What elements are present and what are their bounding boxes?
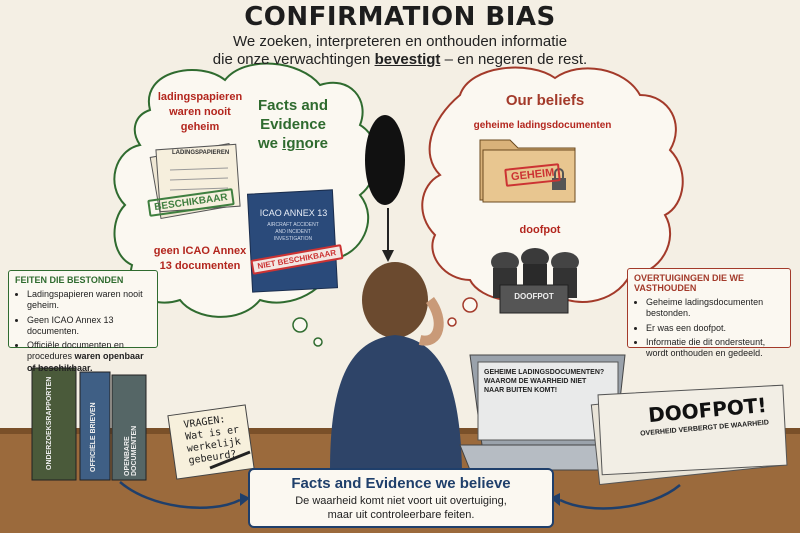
ignored-fact-2: geen ICAO Annex 13 documenten	[150, 244, 250, 274]
book-subtitle: AIRCRAFT ACCIDENT AND INCIDENT INVESTIGA…	[267, 222, 319, 242]
beliefs-box-title: OVERTUIGINGEN DIE WE VASTHOUDEN	[634, 273, 745, 293]
ignored-fact-1-line-2: waren nooit	[169, 106, 231, 118]
ignored-heading-line-1: Facts and	[257, 97, 329, 114]
ignored-fact-2-line-1: geen ICAO Annex	[153, 245, 247, 257]
notepad-illustration	[167, 404, 255, 480]
facts-we-believe-title: Facts and Evidence we believe	[291, 475, 511, 492]
book-title: ICAO ANNEX 13	[259, 208, 328, 218]
beliefs-item-3-line-2: wordt onthouden en gedeeld.	[646, 348, 763, 358]
coverup-box-label: DOOFPOT	[514, 292, 554, 301]
facts-item-3: Officiële documenten en procedures waren…	[27, 340, 151, 374]
facts-box: FEITEN DIE BESTONDEN Ladingspapieren war…	[8, 270, 158, 373]
beliefs-box: OVERTUIGINGEN DIE WE VASTHOUDEN Geheime …	[627, 268, 791, 358]
ignored-fact-1-line-3: geheim	[180, 121, 220, 133]
ignored-fact-1-line-1: ladingspapieren	[157, 91, 243, 103]
ignored-fact-1: ladingspapieren waren nooit geheim	[150, 90, 250, 135]
ignored-heading-ign: ign	[282, 135, 305, 152]
facts-item-3-bold: waren openbaar of beschikbaar.	[27, 351, 144, 373]
secret-folder-illustration	[479, 139, 576, 203]
papers-header: LADINGSPAPIEREN	[172, 150, 230, 156]
binder-label-3: OPENBARE DOCUMENTEN	[124, 425, 138, 476]
cargo-papers-illustration	[149, 142, 241, 220]
subtitle-line-2: die onze verwachtingen bevestigt – en ne…	[0, 51, 800, 68]
laptop-screen-text: GEHEIME LADINGSDOCUMENTEN? WAAROM DE WAA…	[484, 368, 614, 395]
newspaper-stack-illustration	[590, 384, 788, 486]
notepad-text: VRAGEN: Wat is er werkelijk gebeurd?	[183, 412, 243, 467]
subtitle-line-1: We zoeken, interpreteren en onthouden in…	[232, 33, 568, 50]
binders-illustration	[31, 367, 147, 481]
ignored-heading-ore: ore	[304, 135, 329, 152]
binder-label-1: ONDERZOEKSRAPPORTEN	[46, 376, 53, 470]
subtitle-post: – en negeren de rest.	[444, 51, 588, 68]
ignored-heading-line-2: Evidence	[260, 116, 326, 133]
ignored-heading: Facts and Evidence we ignore	[248, 96, 338, 153]
binder-label-2: OFFICIËLE BRIEVEN	[90, 402, 97, 472]
person-thinking	[330, 262, 462, 470]
belief-1: geheime ladingsdocumenten	[473, 120, 612, 131]
beliefs-item-1: Geheime ladingsdocumenten bestonden.	[646, 297, 784, 320]
page-title: CONFIRMATION BIAS	[244, 2, 556, 32]
facts-box-title: FEITEN DIE BESTONDEN	[15, 275, 124, 285]
beliefs-heading: Our beliefs	[505, 92, 585, 109]
laptop-headline-2: WAAROM DE WAARHEID NIET	[484, 378, 587, 385]
black-silhouette-shape	[365, 115, 405, 205]
ignored-fact-2-line-2: 13 documenten	[159, 260, 241, 272]
laptop-headline-3: NAAR BUITEN KOMT!	[484, 387, 558, 394]
beliefs-item-3: Informatie die dit ondersteunt,wordt ont…	[646, 337, 784, 360]
beliefs-item-2: Er was een doofpot.	[646, 323, 784, 334]
laptop-headline-1: GEHEIME LADINGSDOCUMENTEN?	[484, 369, 605, 376]
facts-item-1: Ladingspapieren waren nooit geheim.	[27, 289, 151, 312]
subtitle-key: bevestigt	[374, 51, 441, 68]
facts-we-believe-line-2: maar uit controleerbare feiten.	[327, 509, 475, 522]
facts-we-believe-line-1: De waarheid komt niet voort uit overtuig…	[295, 495, 507, 507]
beliefs-item-3-text: Informatie die dit ondersteunt,	[646, 336, 766, 347]
subtitle-pre: die onze verwachtingen	[212, 51, 371, 68]
ignored-heading-we: we	[257, 135, 283, 152]
ignored-heading-line-3: we ignore	[248, 134, 338, 153]
facts-item-3-text: Officiële documenten en procedures	[27, 340, 124, 362]
facts-item-2: Geen ICAO Annex 13 documenten.	[27, 315, 151, 338]
coverup-men-illustration	[491, 248, 579, 314]
facts-we-believe-box: Facts and Evidence we believe De waarhei…	[248, 468, 554, 528]
belief-2: doofpot	[519, 224, 561, 236]
